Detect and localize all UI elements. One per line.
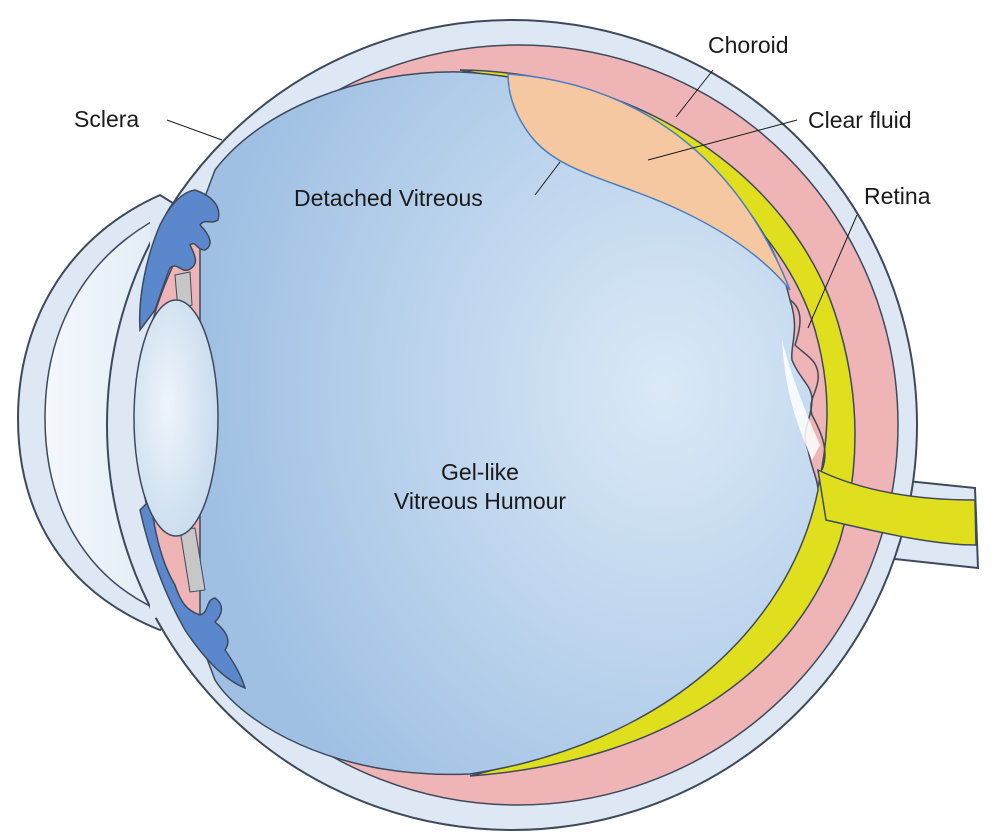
label-vitreous-humour: Gel-like Vitreous Humour bbox=[330, 458, 630, 516]
iris-lower bbox=[139, 498, 247, 690]
leader-choroid bbox=[675, 69, 714, 118]
clear-fluid-pocket bbox=[507, 73, 791, 291]
label-retina: Retina bbox=[864, 183, 931, 209]
label-choroid: Choroid bbox=[708, 32, 789, 58]
optic-nerve bbox=[817, 468, 977, 546]
label-vitreous-line2: Vitreous Humour bbox=[393, 487, 567, 514]
leader-retina bbox=[807, 214, 858, 329]
label-sclera: Sclera bbox=[74, 106, 140, 132]
retina-layer bbox=[459, 69, 856, 777]
label-detached-vitreous: Detached Vitreous bbox=[294, 185, 483, 211]
retinal-fold bbox=[789, 299, 826, 471]
label-clear-fluid: Clear fluid bbox=[808, 107, 912, 133]
leader-clear-fluid bbox=[647, 119, 798, 161]
leader-sclera bbox=[166, 119, 223, 141]
leader-detached-vitreous bbox=[534, 161, 561, 196]
iris-upper bbox=[138, 189, 220, 333]
label-vitreous-line1: Gel-like bbox=[441, 459, 519, 485]
lens bbox=[133, 299, 219, 537]
